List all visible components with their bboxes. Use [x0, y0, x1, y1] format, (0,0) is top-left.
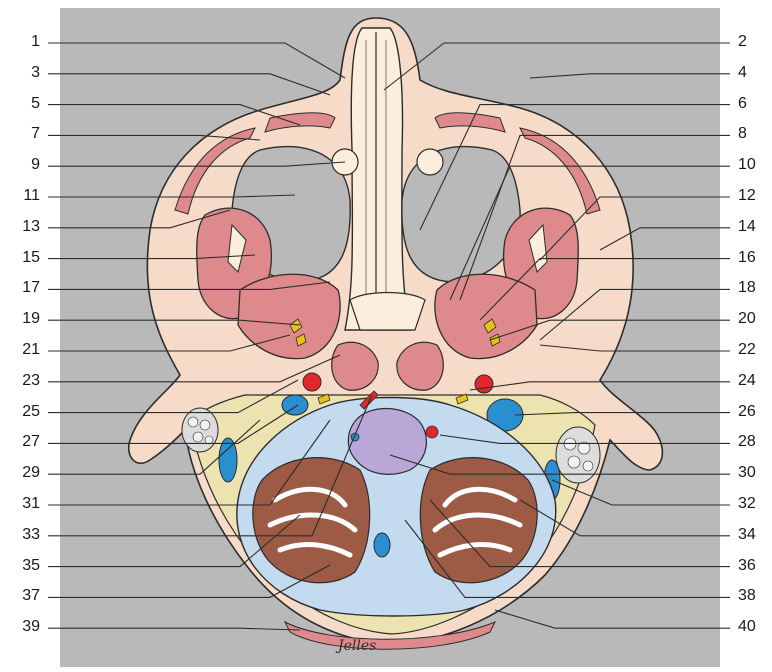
occipital-sinus	[374, 533, 390, 557]
label-22: 22	[738, 341, 772, 359]
label-33: 33	[0, 526, 40, 544]
label-19: 19	[0, 310, 40, 328]
label-10: 10	[738, 156, 772, 174]
nasolacrimal-duct-right	[417, 149, 443, 175]
label-26: 26	[738, 403, 772, 421]
label-23: 23	[0, 372, 40, 390]
label-13: 13	[0, 218, 40, 236]
retromandibular-vein-left	[219, 438, 237, 482]
label-30: 30	[738, 464, 772, 482]
label-29: 29	[0, 464, 40, 482]
label-16: 16	[738, 249, 772, 267]
label-12: 12	[738, 187, 772, 205]
label-21: 21	[0, 341, 40, 359]
internal-carotid-right	[475, 375, 493, 393]
nasal-cavity	[345, 28, 410, 330]
artist-signature: Jelles	[335, 638, 376, 654]
label-31: 31	[0, 495, 40, 513]
label-3: 3	[0, 64, 40, 82]
label-36: 36	[738, 557, 772, 575]
vertebral-artery-right	[426, 426, 438, 438]
label-5: 5	[0, 95, 40, 113]
label-27: 27	[0, 433, 40, 451]
label-7: 7	[0, 125, 40, 143]
internal-carotid-left	[303, 373, 321, 391]
label-24: 24	[738, 372, 772, 390]
label-8: 8	[738, 125, 772, 143]
label-20: 20	[738, 310, 772, 328]
pharynx	[350, 293, 425, 331]
label-1: 1	[0, 33, 40, 51]
label-4: 4	[738, 64, 772, 82]
label-32: 32	[738, 495, 772, 513]
label-18: 18	[738, 279, 772, 297]
label-40: 40	[738, 618, 772, 636]
label-39: 39	[0, 618, 40, 636]
label-11: 11	[0, 187, 40, 205]
label-2: 2	[738, 33, 772, 51]
mastoid-cells-left	[182, 408, 218, 452]
label-28: 28	[738, 433, 772, 451]
internal-jugular-left	[282, 395, 308, 415]
label-17: 17	[0, 279, 40, 297]
medulla-oblongata	[348, 408, 426, 474]
label-35: 35	[0, 557, 40, 575]
label-37: 37	[0, 587, 40, 605]
label-9: 9	[0, 156, 40, 174]
label-38: 38	[738, 587, 772, 605]
label-15: 15	[0, 249, 40, 267]
label-14: 14	[738, 218, 772, 236]
label-6: 6	[738, 95, 772, 113]
label-34: 34	[738, 526, 772, 544]
label-25: 25	[0, 403, 40, 421]
